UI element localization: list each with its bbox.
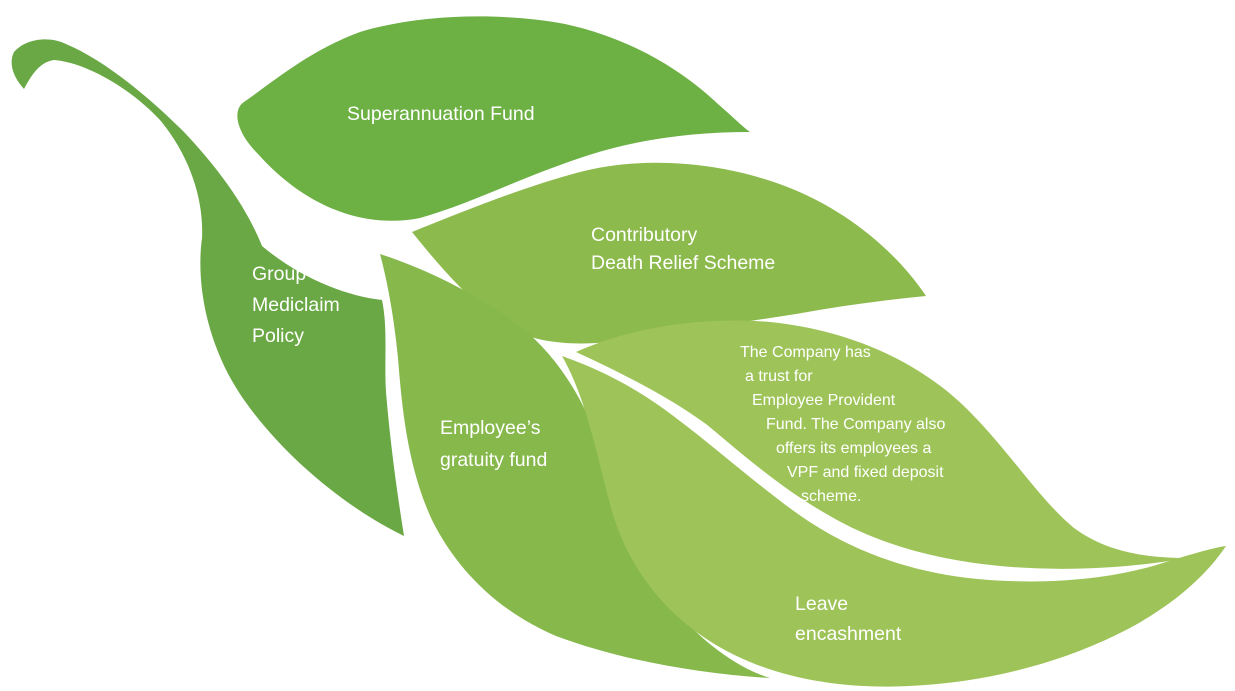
provident-fund-leaf	[576, 320, 1188, 569]
label-line: a trust for	[745, 368, 813, 385]
label-line: VPF and fixed deposit	[787, 464, 944, 481]
label-line: scheme.	[801, 488, 861, 505]
label-line: Mediclaim	[252, 294, 340, 316]
provident-fund-label: The Company has a trust for Employee Pro…	[740, 344, 950, 505]
label-line: Superannuation Fund	[347, 103, 535, 125]
label-line: offers its employees a	[776, 440, 931, 457]
death-relief-label: Contributory Death Relief Scheme	[591, 224, 775, 274]
superannuation-label: Superannuation Fund	[347, 103, 535, 125]
label-line: Employee’s	[440, 417, 541, 439]
label-line: gratuity fund	[440, 449, 547, 471]
label-line: Death Relief Scheme	[591, 252, 775, 274]
gratuity-label: Employee’s gratuity fund	[440, 417, 547, 471]
label-line: Employee Provident	[752, 392, 896, 409]
group-mediclaim-label: Group Mediclaim Policy	[252, 263, 345, 347]
label-line: Policy	[252, 325, 304, 347]
group-mediclaim-leaf	[11, 39, 405, 536]
superannuation-leaf	[237, 16, 750, 221]
leave-encashment-label: Leave encashment	[795, 593, 902, 645]
label-line: Contributory	[591, 224, 697, 246]
label-line: Group	[252, 263, 306, 285]
label-line: encashment	[795, 623, 902, 645]
leave-encashment-leaf	[562, 356, 1226, 687]
label-line: The Company has	[740, 344, 871, 361]
label-line: Leave	[795, 593, 848, 615]
gratuity-leaf	[380, 254, 770, 678]
label-line: Fund. The Company also	[766, 416, 945, 433]
death-relief-leaf	[412, 162, 926, 344]
